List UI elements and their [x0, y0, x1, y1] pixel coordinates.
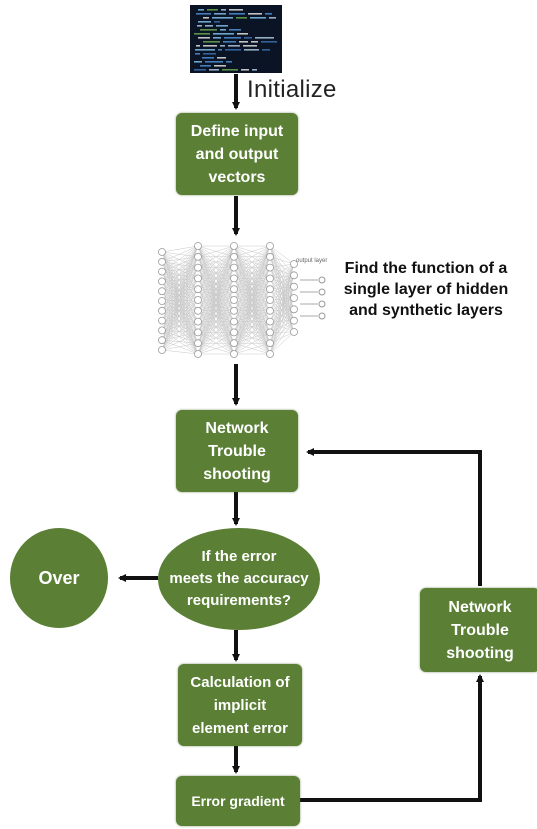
nn-output-layer-label: output layer: [296, 258, 327, 264]
over-terminal: Over: [10, 528, 108, 628]
code-screen-image: [190, 5, 282, 73]
network-troubleshooting-loop-box: Network Trouble shooting: [420, 588, 537, 672]
network-troubleshooting-box: Network Trouble shooting: [176, 410, 298, 492]
neural-network-image: [158, 242, 326, 358]
arrow-loop-back: [306, 448, 482, 586]
accuracy-decision-ellipse: If the error meets the accuracy requirem…: [158, 528, 320, 630]
error-gradient-box: Error gradient: [176, 776, 300, 826]
arrow-gradient-to-loop: [300, 674, 484, 802]
implicit-element-error-box: Calculation of implicit element error: [178, 664, 302, 746]
define-vectors-box: Define input and output vectors: [176, 113, 298, 195]
initialize-label: Initialize: [247, 76, 337, 103]
hidden-layer-label: Find the function of a single layer of h…: [343, 260, 509, 319]
